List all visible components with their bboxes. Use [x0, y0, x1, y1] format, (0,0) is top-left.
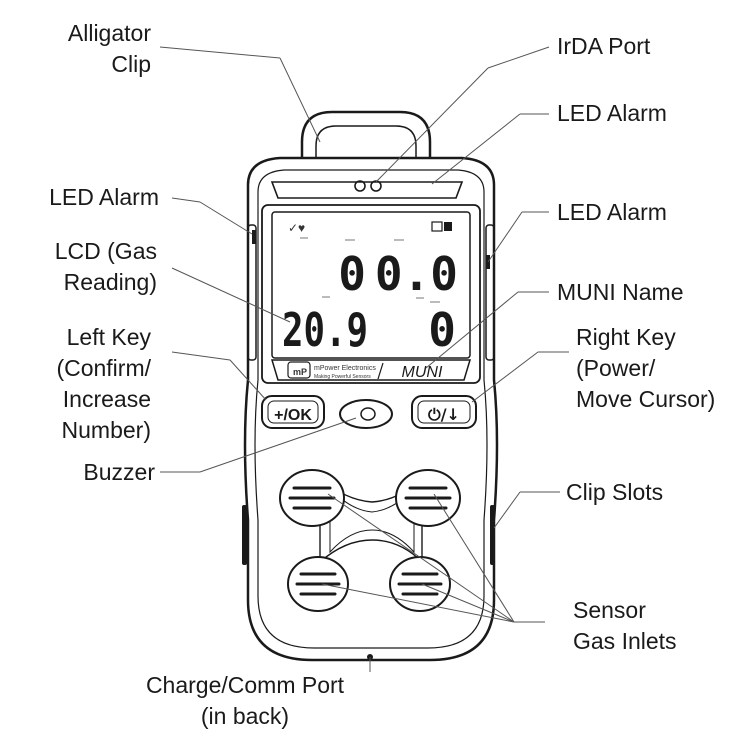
- sensor-inlet-top-left: [279, 469, 345, 527]
- led-alarm-left-strip: [247, 224, 257, 361]
- mpower-logo: [287, 361, 311, 379]
- irda-port: [354, 180, 366, 192]
- label-led-alarm-left: LED Alarm: [49, 184, 159, 210]
- alligator-clip: [300, 110, 432, 172]
- right-key-button[interactable]: [411, 395, 477, 429]
- led-alarm-top-bar: [270, 181, 464, 199]
- lcd-reading-top-left: 0: [338, 247, 366, 301]
- sensor-inlet-bottom-right: [389, 556, 451, 612]
- label-charge-comm-port: Charge/Comm Port(in back): [145, 672, 345, 729]
- leader-lines: [159, 46, 569, 672]
- label-buzzer: Buzzer: [83, 459, 155, 485]
- brand-line-2: Making Powerful Sensors: [314, 374, 371, 380]
- led-alarm-right-strip: [485, 224, 495, 361]
- label-led-alarm-top: LED Alarm: [557, 100, 667, 126]
- lcd-reading-bottom-right: 0: [428, 303, 456, 357]
- left-key-button[interactable]: [261, 395, 325, 429]
- label-clip-slots: Clip Slots: [566, 479, 664, 505]
- label-led-alarm-right: LED Alarm: [557, 199, 667, 225]
- label-right-key: Right Key(Power/ Move Cursor): [576, 324, 716, 412]
- lcd-reading-bottom-left: 20.9: [282, 303, 368, 357]
- right-key-label: ⏻/↓: [428, 405, 460, 424]
- lcd-screen: [271, 211, 471, 359]
- svg-text:✓♥: ✓♥: [288, 221, 305, 235]
- brand-line-1: mPower Electronics: [314, 365, 376, 372]
- label-irda-port: IrDA Port: [557, 33, 651, 59]
- clip-slot-right: [490, 505, 495, 565]
- lcd-reading-top-right: 0.0: [375, 247, 458, 301]
- clip-slot-left: [242, 505, 247, 565]
- sensor-inlet-top-right: [395, 469, 461, 527]
- left-key-label: +/OK: [274, 407, 312, 424]
- svg-text:mP: mP: [293, 367, 307, 377]
- model-name-muni: MUNI: [402, 364, 443, 381]
- label-muni-name: MUNI Name: [557, 279, 684, 305]
- sensor-inlet-bottom-left: [287, 556, 349, 612]
- buzzer: [339, 399, 393, 429]
